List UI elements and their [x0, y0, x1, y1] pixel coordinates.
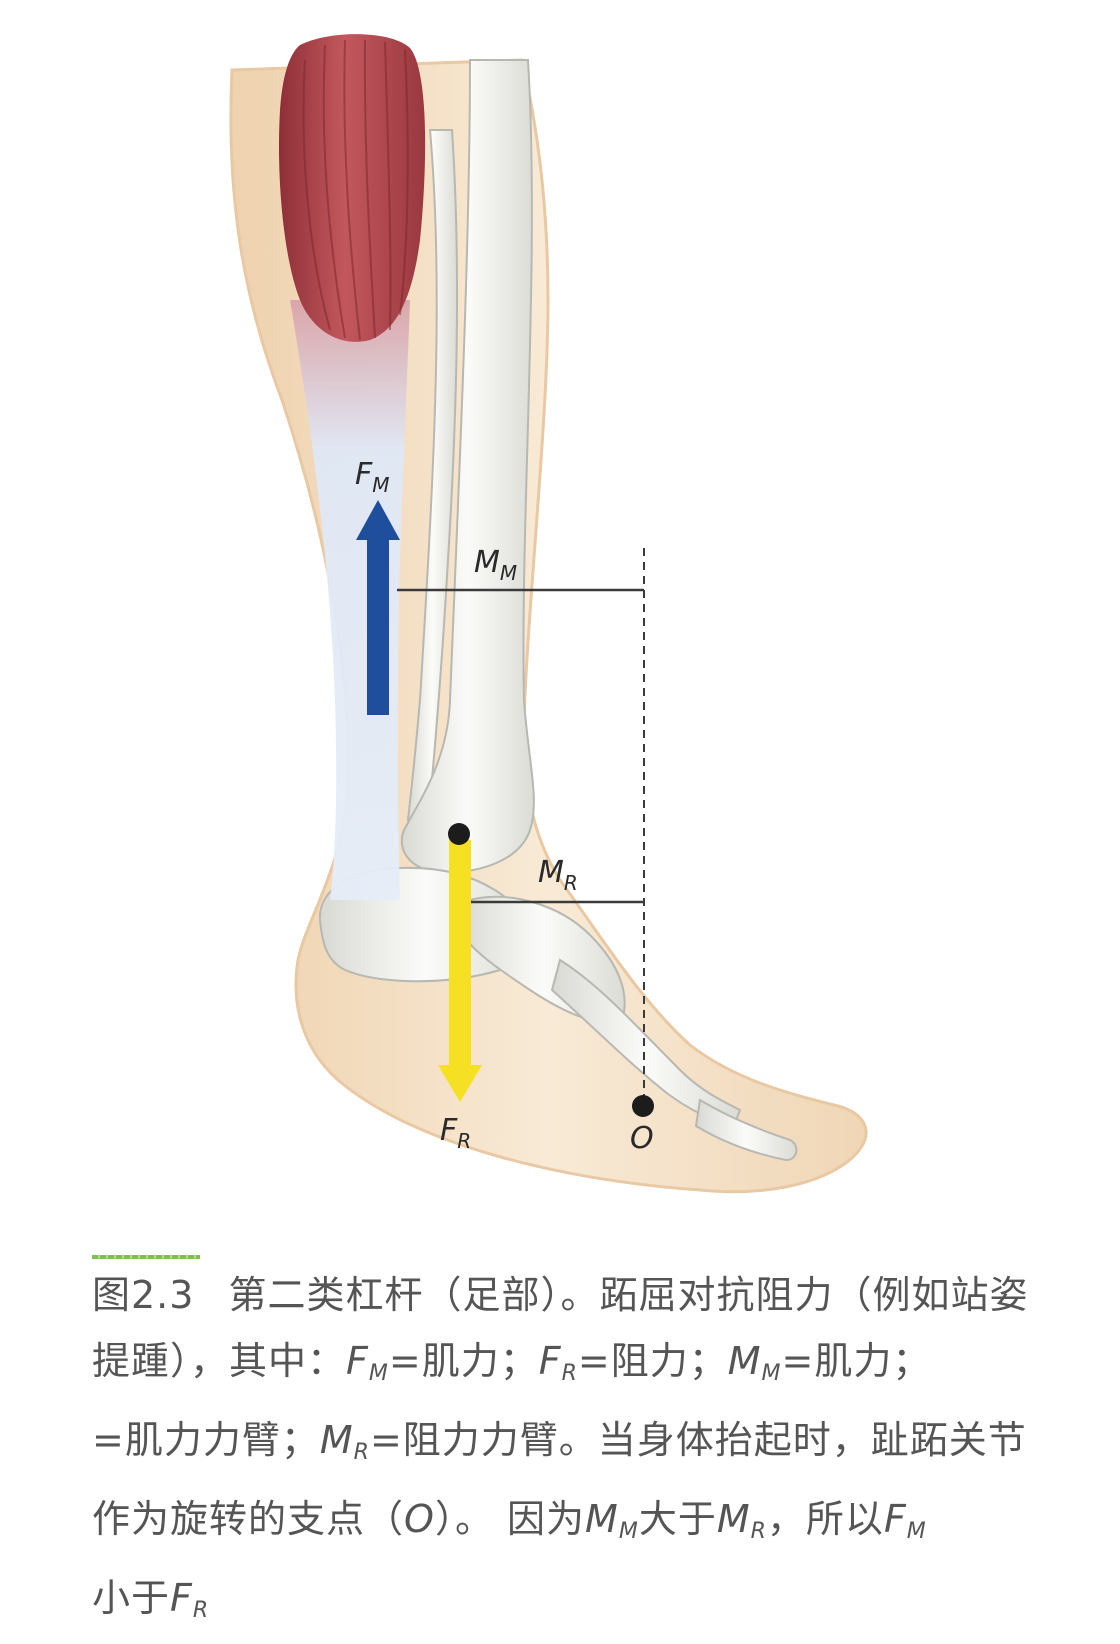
caption-text-9: 小于	[92, 1576, 171, 1620]
muscle-fiber-lines	[302, 39, 409, 341]
ankle-joint-point	[448, 823, 470, 845]
caption-fr-2: F	[170, 1576, 193, 1620]
caption-text-2b: =肌力；	[781, 1339, 932, 1383]
caption-o: O	[404, 1497, 435, 1541]
caption-fr: F	[538, 1339, 562, 1383]
toe-bones	[694, 1098, 798, 1162]
caption-text-5: =阻力力臂。当身体抬起时，趾跖关节作为旋转的支点（	[92, 1418, 1027, 1541]
caption-mr: M	[319, 1418, 354, 1462]
caption-sub: R	[353, 1440, 370, 1465]
anatomy-diagram: FM MM MR FR O	[229, 34, 868, 1194]
caption-text-1: 第二类杠杆（足部）。跖屈对抗阻力（例如站姿提踵），其中：	[92, 1273, 1029, 1383]
label-o: O	[630, 1121, 654, 1156]
caption-mr-2: M	[716, 1497, 751, 1541]
caption-rule	[92, 1255, 200, 1259]
caption-sub: M	[761, 1361, 782, 1386]
caption-text-8: ，所以	[766, 1497, 884, 1541]
achilles-tendon	[290, 300, 410, 900]
caption-fm-2: F	[883, 1497, 907, 1541]
caption-text-4: =肌力力臂；	[92, 1418, 320, 1462]
label-mm: MM	[474, 545, 517, 585]
caption-text-6: ）。 因为	[434, 1497, 586, 1541]
caption-mm: M	[727, 1339, 762, 1383]
figure-number: 图2.3	[92, 1273, 195, 1317]
caption-mm-2: M	[585, 1497, 619, 1541]
calf-muscle	[278, 34, 426, 342]
muscle-force-arrow	[356, 500, 400, 715]
caption-sub: R	[561, 1361, 578, 1386]
caption-sub: R	[192, 1598, 210, 1623]
caption-sub: M	[368, 1361, 389, 1386]
label-mr: MR	[538, 855, 578, 895]
caption-text-7: 大于	[638, 1497, 717, 1541]
caption-sub: R	[750, 1519, 767, 1544]
caption-sub: M	[618, 1519, 639, 1544]
fulcrum-point	[632, 1095, 654, 1117]
resistance-force-arrow	[438, 840, 482, 1102]
label-fm: FM	[355, 457, 390, 497]
caption-sub: M	[906, 1519, 927, 1544]
caption-fm: F	[346, 1339, 369, 1383]
caption-text-3: =阻力；	[577, 1339, 728, 1383]
caption-text-2: =肌力；	[388, 1339, 539, 1383]
label-fr: FR	[440, 1113, 471, 1153]
